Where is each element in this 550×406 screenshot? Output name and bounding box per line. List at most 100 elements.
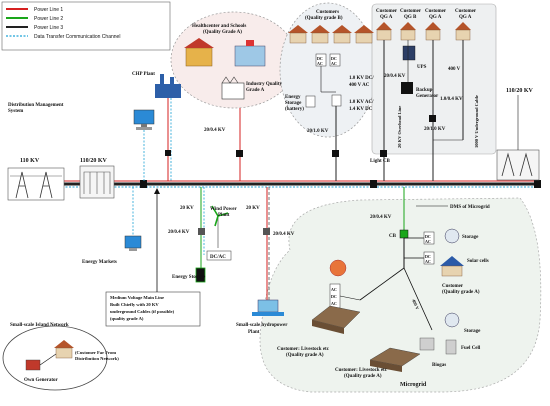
label-island: Small-scale Island Network	[10, 323, 69, 328]
computer-markets-icon	[124, 235, 142, 251]
dc-ac-box-b1-dc: DC	[317, 56, 323, 61]
label-energy-storage-battery-2: Storage	[285, 101, 302, 106]
dc-ac-box-b1-ac: AC	[317, 61, 323, 66]
hospital-icon	[234, 40, 266, 67]
storage-1-icon	[444, 228, 460, 244]
label-400v-mg: 400 V	[411, 298, 420, 311]
mg-dcac-1	[423, 231, 435, 245]
label-20-04-d: 20/0.4 KV	[273, 232, 295, 237]
houses-b-icon	[288, 25, 374, 44]
fuel-cell-icon	[445, 339, 457, 355]
cust-b-breaker	[332, 150, 339, 157]
label-storage-2: Storage	[464, 329, 481, 334]
mg-acdc-dc2: AC	[331, 301, 337, 306]
label-overhead: 20 KV Overhead Line	[397, 106, 402, 148]
label-light-cb: Light CB	[370, 159, 391, 164]
label-chp: CHP Plant	[132, 72, 155, 77]
label-wind-2: Plant	[218, 213, 230, 218]
label-20kv-a: 20 KV	[180, 206, 194, 211]
label-underground: 1000 V Underground Cable	[474, 95, 479, 148]
label-mv-main-3: underground Cables (if possible)	[110, 309, 175, 314]
label-110-20kv-left: 110/20 KV	[80, 158, 108, 164]
houses-qga-icon	[376, 22, 471, 41]
mg-dcac-2	[423, 251, 435, 265]
generator-icon	[25, 359, 41, 371]
label-20kv-b: 20 KV	[246, 206, 260, 211]
livestock-barn-1-icon	[311, 305, 361, 334]
island-zone	[2, 325, 108, 391]
label-cust-b-1: Customers	[316, 10, 339, 15]
mg-acdc-dc1: DC	[331, 294, 337, 299]
label-cust-qga1-2: QG A	[380, 15, 393, 20]
label-industry-2: Grade A	[246, 88, 265, 93]
label-dms-1: Distribution Management	[8, 103, 64, 108]
label-400v: 400 V	[448, 67, 461, 72]
mg-dcac-2-dc: DC	[425, 254, 431, 259]
legend: Power Line 1 Power Line 2 Power Line 3 D…	[1, 1, 171, 51]
legend-label-power-line-1: Power Line 1	[34, 7, 63, 13]
school-icon	[184, 38, 214, 67]
dc-ac-box-b2	[329, 53, 341, 67]
label-cust-qga1-1: Customer	[376, 9, 398, 14]
wind-turbine-icon	[211, 205, 229, 248]
label-cust-qga2-1: Customer	[425, 9, 447, 14]
hydro-plant-icon	[252, 299, 284, 316]
label-cust-b-2: (Quality grade B)	[305, 16, 343, 21]
substation-icon	[79, 165, 115, 199]
qga-zone	[371, 3, 497, 155]
label-livestock2-1: Customer: Livestock etc	[335, 368, 388, 373]
label-livestock1-2: (Quality grade A)	[286, 353, 324, 358]
label-energy-storage-battery-3: (battery)	[285, 107, 304, 112]
label-dcac: DC/AC	[210, 255, 226, 260]
label-cust-qga3-2: QG A	[459, 15, 472, 20]
label-dcdc-1: 1.0 KV DC/	[349, 76, 374, 81]
mg-dcac-1-ac: AC	[425, 239, 431, 244]
storage-2-icon	[444, 312, 460, 328]
bus-breaker-3	[534, 180, 541, 188]
ups-icon	[402, 45, 416, 61]
label-acdc-1: 1.0 KV AC/	[349, 100, 374, 105]
acdc-converter	[331, 94, 342, 107]
substation-right-icon	[496, 149, 540, 181]
label-biogas: Biogas	[432, 363, 446, 368]
qga-breaker-1	[380, 150, 387, 157]
mg-acdc-ac: AC	[331, 287, 337, 292]
industry-icon	[221, 76, 245, 100]
hydro-transformer	[263, 228, 270, 235]
label-livestock1-1: Customer: Livestock etc	[277, 347, 330, 352]
label-20-04-a: 20/0.4 KV	[204, 128, 226, 133]
label-hydro-2: Plant	[248, 330, 260, 335]
backup-generator-icon	[401, 82, 413, 94]
wind-transformer	[198, 228, 205, 235]
label-livestock2-2: (Quality grade A)	[344, 374, 382, 379]
factory-icon	[155, 74, 181, 98]
dc-ac-box-b2-ac: AC	[331, 61, 337, 66]
label-energy-storage: Energy Storage	[172, 275, 206, 280]
microgrid-cb	[399, 229, 409, 239]
label-cust-qga3-1: Customer	[455, 9, 477, 14]
label-acdc-2: 1.4 KV DC	[349, 107, 373, 112]
label-cust-qga2-2: QG A	[429, 15, 442, 20]
legend-frame	[1, 1, 171, 51]
mv-main-arrowhead	[154, 188, 160, 194]
mg-dcac-2-ac: AC	[425, 259, 431, 264]
legend-label-power-line-2: Power Line 2	[34, 16, 63, 22]
health-breaker	[236, 150, 243, 157]
bus-breaker-2	[370, 180, 377, 188]
label-cust-mg-2: (Quality grade A)	[442, 290, 480, 295]
battery-converter	[305, 95, 316, 108]
label-solar: Solar cells	[467, 259, 489, 264]
computer-icon	[133, 109, 155, 130]
label-110-20kv-right: 110/20 KV	[506, 88, 534, 94]
legend-label-power-line-3: Power Line 3	[34, 25, 63, 31]
microturbine-icon	[329, 259, 347, 277]
label-backup-1: Backup	[416, 88, 433, 93]
legend-label-data-channel: Data Transfer Communication Channel	[34, 34, 120, 40]
label-wind-1: Wind Power	[210, 207, 237, 212]
label-mv-main-2: Built Chiefly with 20 KV	[110, 302, 159, 307]
battery-icon	[195, 267, 206, 283]
biogas-icon	[419, 337, 435, 351]
label-energy-markets: Energy Markets	[82, 260, 117, 265]
customers-b-zone	[279, 2, 377, 138]
label-health-2: (Quality Grade A)	[203, 30, 242, 35]
